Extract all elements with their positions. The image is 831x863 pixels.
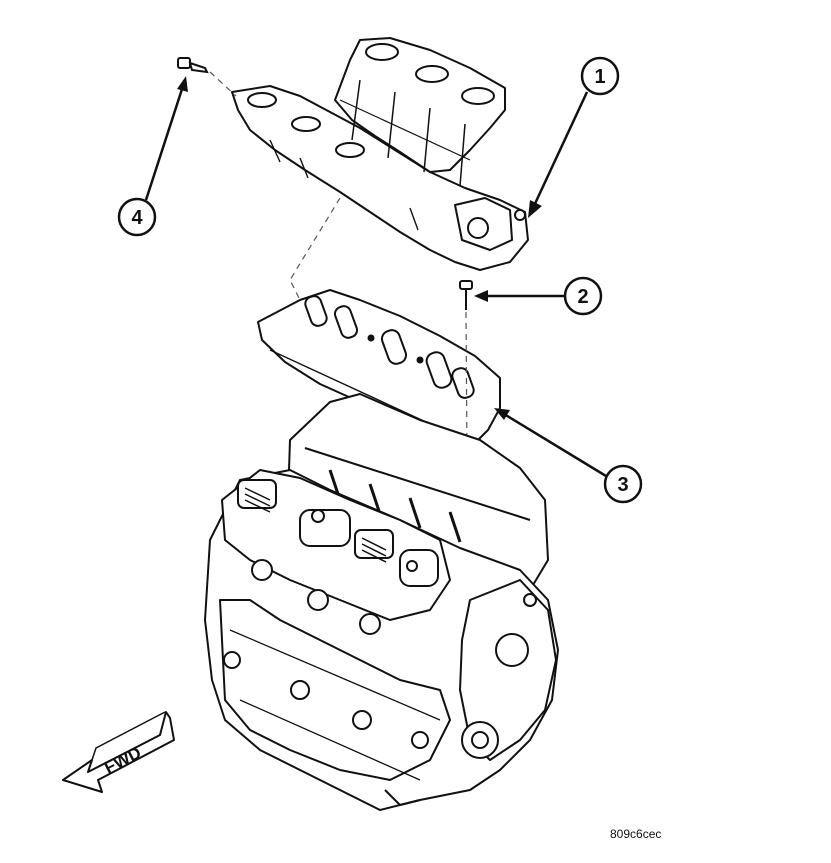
arrowhead-icon — [474, 290, 488, 302]
forward-direction-arrow: FWD — [62, 711, 175, 793]
engine-block — [204, 393, 559, 811]
manifold-bolt — [459, 280, 473, 310]
callout-2: 2 — [474, 276, 603, 316]
intake-gasket — [257, 289, 501, 449]
fwd-label: FWD — [101, 743, 144, 778]
callout-2-number: 2 — [577, 286, 588, 308]
intake-manifold — [231, 37, 529, 271]
callout-4-number: 4 — [131, 207, 143, 229]
callout-3-number: 3 — [617, 474, 628, 496]
arrowhead-icon — [528, 200, 542, 218]
figure-code: 809c6cec — [610, 827, 661, 841]
arrowhead-icon — [494, 408, 510, 420]
arrowhead-icon — [177, 76, 188, 92]
callout-3: 3 — [494, 408, 643, 504]
callout-1-number: 1 — [594, 66, 605, 88]
callout-4: 4 — [117, 76, 188, 237]
callout-1: 1 — [528, 56, 620, 218]
manifold-stud-bolt — [177, 57, 209, 74]
